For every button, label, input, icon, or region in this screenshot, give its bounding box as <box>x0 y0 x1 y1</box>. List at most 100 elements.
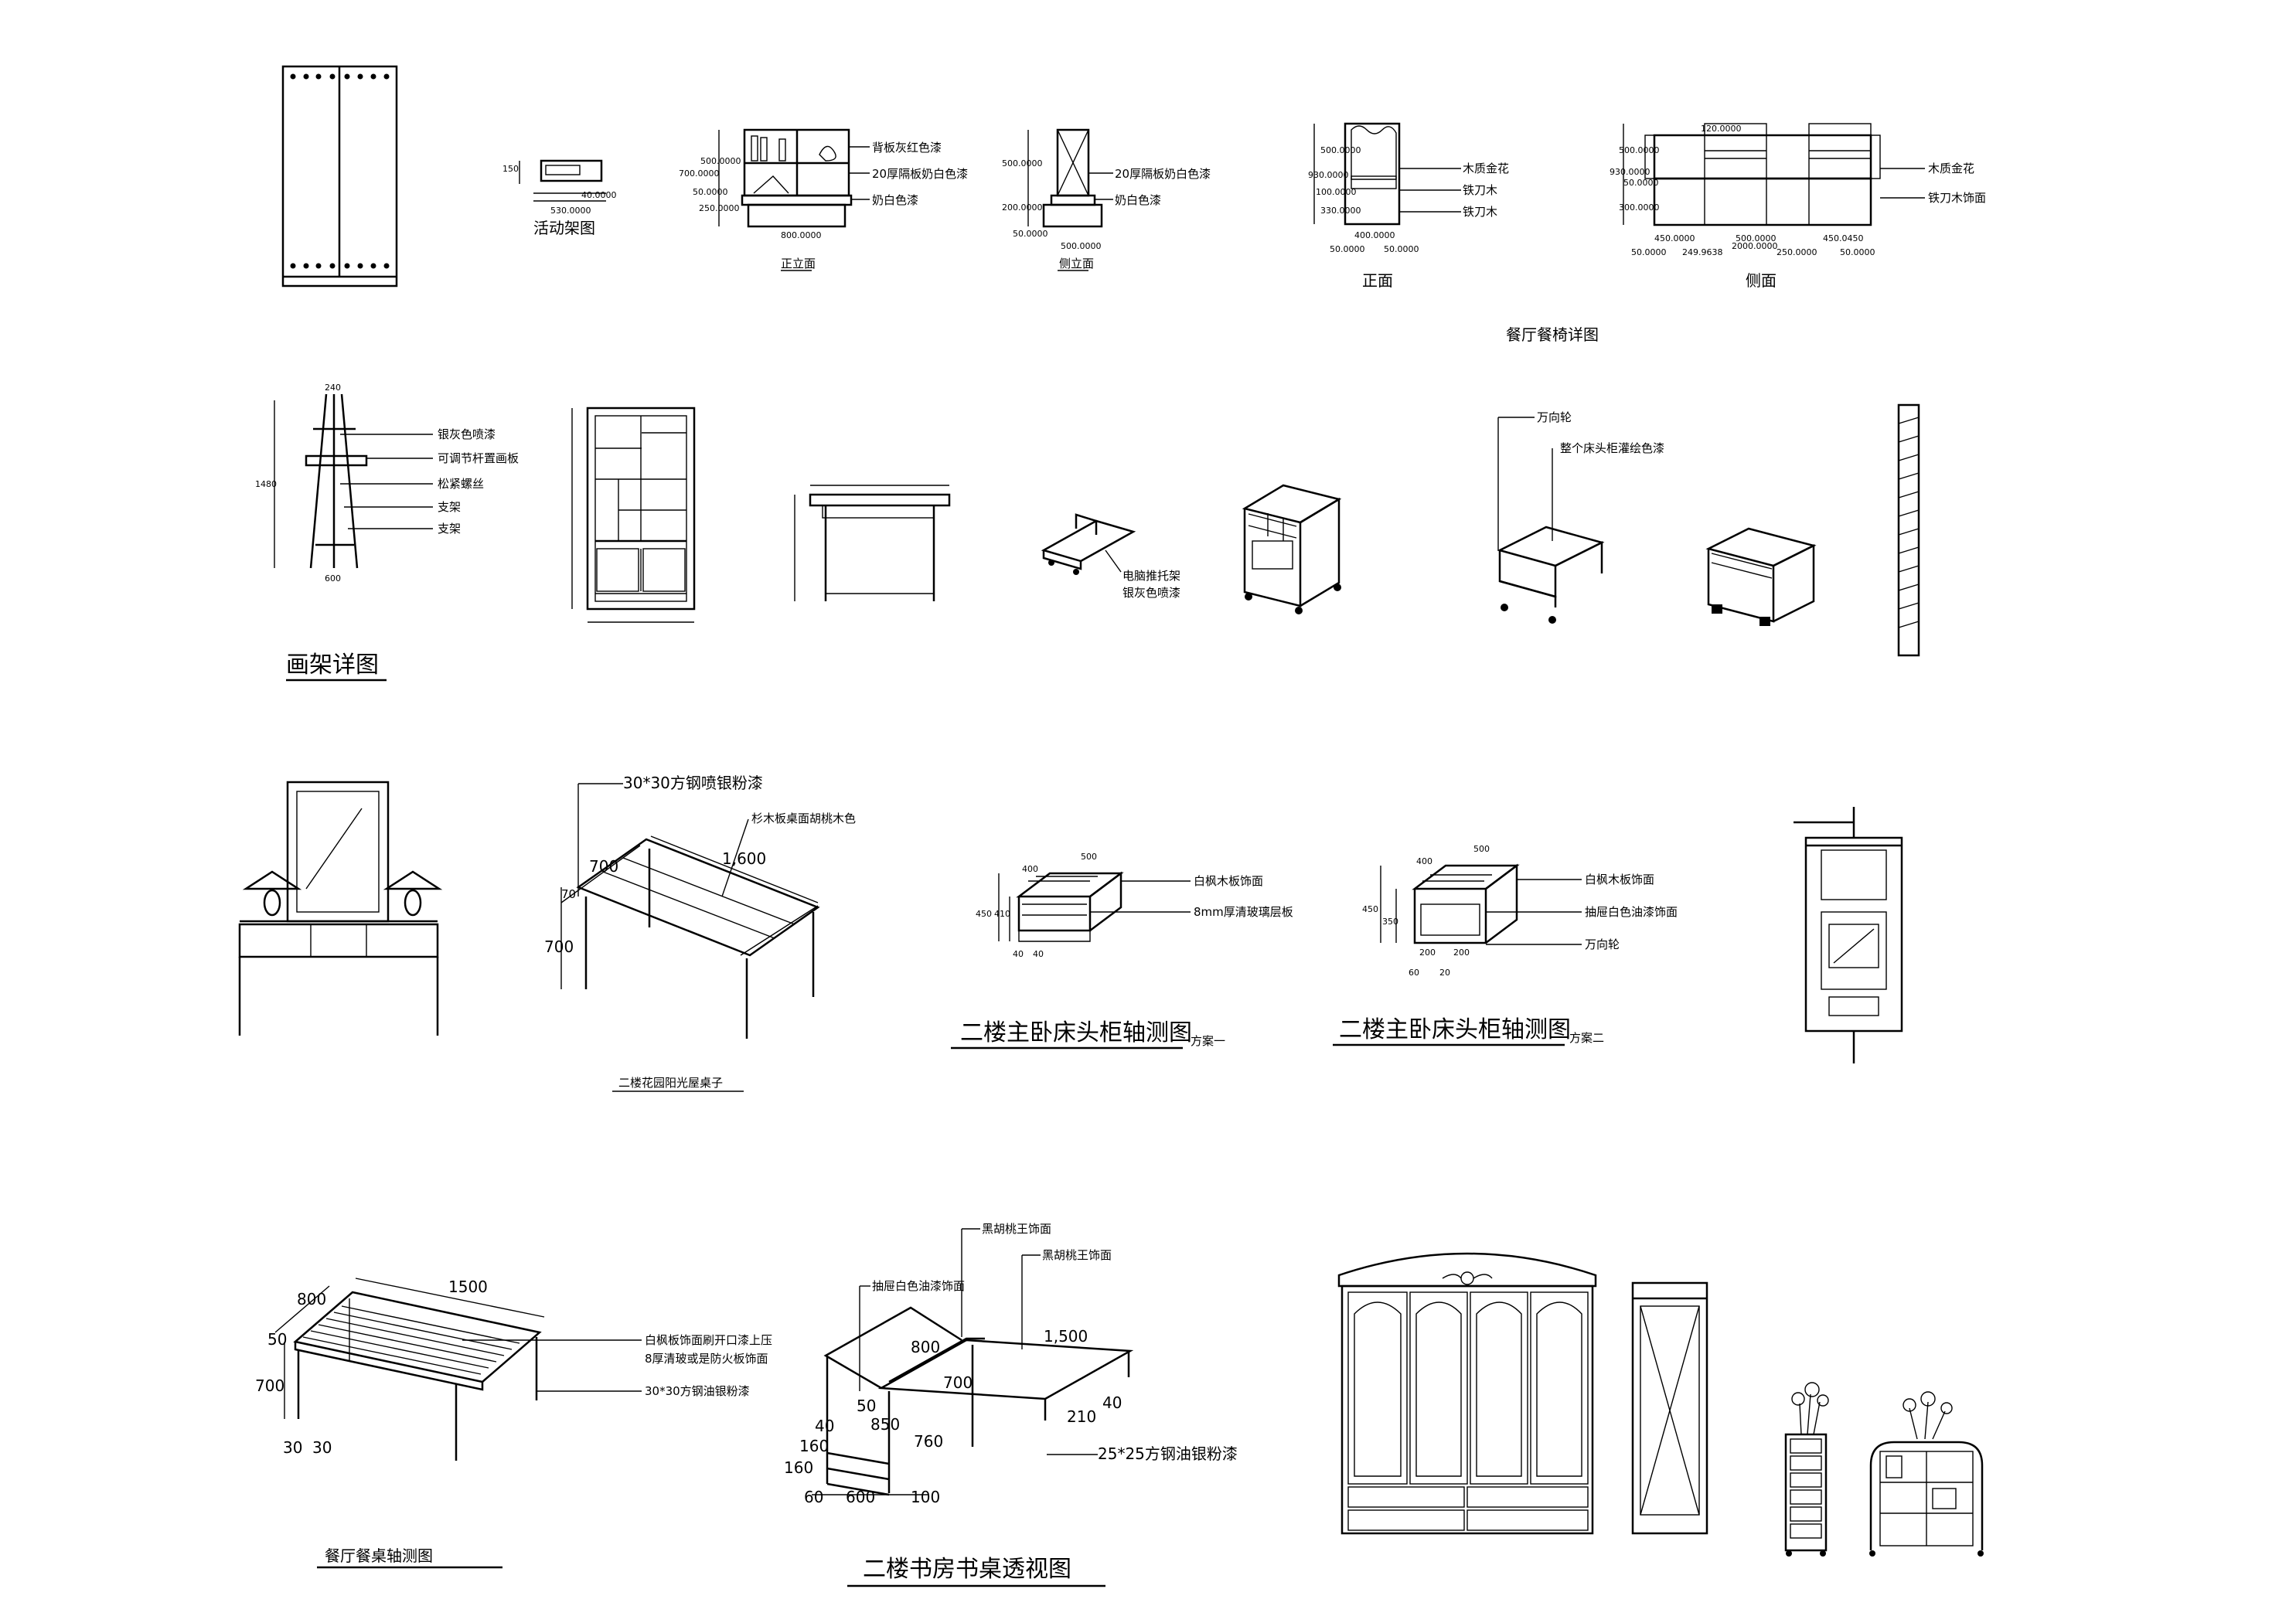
note-desk-4: 25*25方钢油银粉漆 <box>1098 1444 1238 1463</box>
dim-dk-4: 50 <box>857 1397 876 1415</box>
dim-cs-11: 2000.0000 <box>1732 241 1778 251</box>
drawer-tower <box>1784 1382 1829 1557</box>
dim-cs-4: 50.0000 <box>1623 178 1659 188</box>
wardrobe-side <box>1631 1281 1708 1535</box>
dim-cs-10: 249.9638 <box>1682 247 1723 257</box>
title-chair-front: 正面 <box>1362 271 1393 290</box>
dim-ba-2: 500 <box>1081 852 1097 862</box>
dim-sd-2: 200.0000 <box>1002 202 1043 213</box>
pc-tray: 电脑推托架 银灰色喷漆 <box>1041 513 1180 600</box>
dim-cs-13: 50.0000 <box>1840 247 1875 257</box>
vanity-mirror-set <box>238 781 443 1036</box>
note-bc-3: 奶白色漆 <box>872 193 918 207</box>
note-stool-2: 整个床头柜灌绘色漆 <box>1560 441 1664 455</box>
note-easel-4: 支架 <box>438 500 461 514</box>
dim-bc-3: 50.0000 <box>693 187 728 197</box>
note-dt-1: 白枫板饰面刷开口漆上压 <box>645 1333 772 1347</box>
note-chair-3: 铁刀木 <box>1463 205 1497 219</box>
note-chair-2: 铁刀木 <box>1463 183 1497 197</box>
dim-shelf-3: 530.0000 <box>550 206 591 216</box>
note-pc-1: 电脑推托架 <box>1122 569 1180 583</box>
note-bb-3: 万向轮 <box>1585 937 1620 951</box>
door-elevation <box>281 65 398 288</box>
note-sd-2: 奶白色漆 <box>1115 193 1161 207</box>
dim-cs-8: 450.0450 <box>1823 233 1864 243</box>
note-garden-1: 30*30方钢喷银粉漆 <box>623 774 763 792</box>
title-dining-chair-detail: 餐厅餐椅详图 <box>1506 325 1599 344</box>
dim-cs-5: 300.0000 <box>1619 202 1660 213</box>
dim-dt-1: 800 <box>297 1290 326 1308</box>
title-easel-detail: 画架详图 <box>286 652 379 679</box>
dim-cs-6: 450.0000 <box>1654 233 1695 243</box>
bedside-cabinet-a: 400 500 450 410 40 40 白枫木板饰面 8mm厚清玻璃层板 二… <box>951 852 1293 1050</box>
dim-dk-14: 100 <box>911 1488 940 1506</box>
dim-ba-6: 40 <box>1033 949 1044 959</box>
note-desk-3: 抽屉白色油漆饰面 <box>872 1279 965 1293</box>
dim-cs-1: 120.0000 <box>1701 124 1742 134</box>
note-sd-1: 20厚隔板奶白色漆 <box>1115 167 1211 181</box>
dim-bb-3: 450 <box>1362 904 1378 914</box>
dining-chair-front: 500.0000 930.0000 100.0000 330.0000 400.… <box>1308 122 1509 290</box>
note-bb-2: 抽屉白色油漆饰面 <box>1585 905 1678 919</box>
dim-c-4: 330.0000 <box>1320 206 1361 216</box>
lattice-nightstand <box>1242 484 1342 614</box>
dim-cs-2: 500.0000 <box>1619 145 1660 155</box>
title-study-desk: 二楼书房书桌透视图 <box>863 1556 1071 1583</box>
dim-cs-7: 500.0000 <box>1736 233 1777 243</box>
writing-desk <box>794 485 951 601</box>
dim-ba-3: 450 <box>976 909 992 919</box>
dim-dk-11: 40 <box>1102 1393 1122 1412</box>
note-bc-2: 20厚隔板奶白色漆 <box>872 167 968 181</box>
bookcase-front-elevation: 500.0000 700.0000 50.0000 250.0000 800.0… <box>679 128 968 271</box>
dim-cs-9: 50.0000 <box>1631 247 1667 257</box>
title-chair-side: 侧面 <box>1746 271 1777 290</box>
dim-g-2: 1,600 <box>722 849 766 868</box>
dim-bc-4: 250.0000 <box>699 203 740 213</box>
note-ba-2: 8mm厚清玻璃层板 <box>1194 905 1293 919</box>
dim-e-3: 600 <box>325 573 341 584</box>
dim-ba-1: 400 <box>1022 864 1038 874</box>
title-garden-table: 二楼花园阳光屋桌子 <box>618 1076 723 1090</box>
note-dt-3: 30*30方钢油银粉漆 <box>645 1384 750 1398</box>
round-top-shelf <box>1869 1391 1984 1557</box>
title-bedside-b-plan: 方案二 <box>1569 1031 1604 1045</box>
title-front-elev: 正立面 <box>781 257 816 270</box>
wardrobe-front <box>1337 1252 1597 1535</box>
dim-c-1: 500.0000 <box>1320 145 1361 155</box>
dim-dt-5: 30 <box>283 1438 302 1457</box>
title-bedside-a-plan: 方案一 <box>1191 1034 1225 1048</box>
dim-sd-1: 500.0000 <box>1002 158 1043 168</box>
dim-g-3: 70 <box>561 887 576 901</box>
note-easel-5: 支架 <box>438 522 461 536</box>
dim-bc-5: 800.0000 <box>781 230 822 240</box>
title-movable-shelf: 活动架图 <box>533 219 595 237</box>
garden-table: 30*30方钢喷银粉漆 杉木板桌面胡桃木色 700 1,600 70 700 二… <box>544 774 856 1092</box>
dim-dk-3: 700 <box>943 1373 973 1392</box>
movable-shelf-drawing: 150 40.0000 530.0000 活动架图 <box>502 159 617 237</box>
dim-dk-5: 850 <box>870 1415 900 1434</box>
dim-dk-6: 760 <box>914 1432 943 1451</box>
note-chair-1: 木质金花 <box>1463 162 1509 175</box>
dim-dk-10: 210 <box>1067 1407 1096 1426</box>
dim-bc-1: 500.0000 <box>700 156 741 166</box>
dim-bc-2: 700.0000 <box>679 168 720 179</box>
note-garden-2: 杉木板桌面胡桃木色 <box>751 812 856 825</box>
planter-box <box>1705 527 1817 626</box>
dim-c-6: 50.0000 <box>1330 244 1365 254</box>
note-dt-2: 8厚清玻或是防火板饰面 <box>645 1352 768 1366</box>
dim-dk-1: 800 <box>911 1338 940 1356</box>
note-desk-1: 黑胡桃王饰面 <box>982 1222 1051 1236</box>
title-dining-table: 餐厅餐桌轴测图 <box>325 1546 433 1565</box>
dining-table: 800 1500 50 700 30 30 白枫板饰面刷开口漆上压 8厚清玻或是… <box>255 1278 772 1569</box>
note-easel-2: 可调节杆置画板 <box>438 451 519 465</box>
dim-e-2: 1480 <box>255 479 277 489</box>
dim-c-2: 930.0000 <box>1308 170 1349 180</box>
note-easel-1: 银灰色喷漆 <box>438 427 496 441</box>
dim-sd-4: 500.0000 <box>1061 241 1102 251</box>
dim-dk-8: 160 <box>799 1437 829 1455</box>
note-cs-2: 铁刀木饰面 <box>1928 191 1986 205</box>
note-ba-1: 白枫木板饰面 <box>1194 874 1263 888</box>
dim-bb-5: 200 <box>1419 948 1436 958</box>
title-bedside-a: 二楼主卧床头柜轴测图 <box>960 1019 1192 1046</box>
